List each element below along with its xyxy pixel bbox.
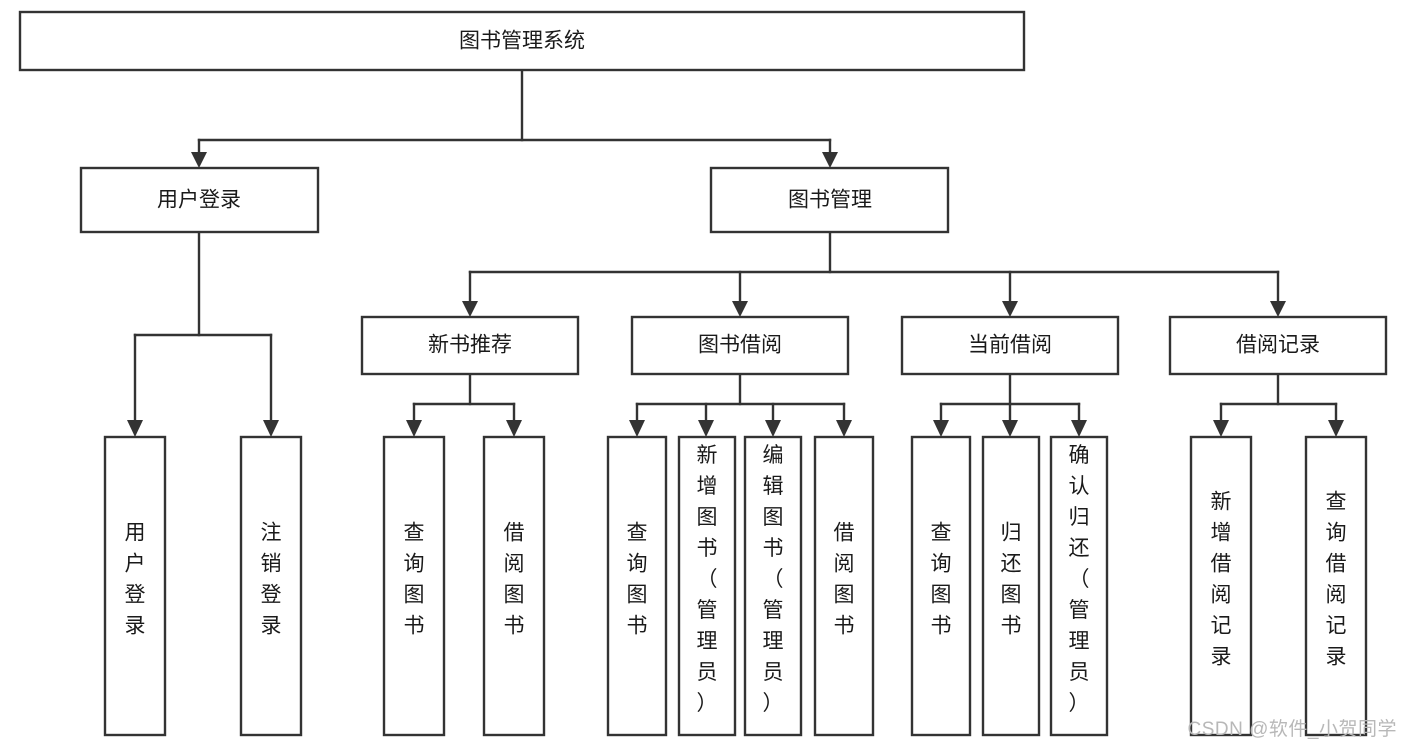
arrow-current-leaf-3-icon <box>1071 420 1087 437</box>
arrow-current-leaf-2-icon <box>1002 420 1018 437</box>
node-current-box[interactable] <box>900 315 1120 376</box>
node-leaf-login-1-box[interactable] <box>103 435 167 737</box>
arrow-root-to-login-icon <box>191 152 207 168</box>
node-leaf-login-1[interactable]: 用户登录 <box>103 435 167 737</box>
node-bookmgmt[interactable]: 图书管理 <box>709 166 950 234</box>
node-leaf-borrow-1-label: 查询图书 <box>627 522 648 638</box>
node-leaf-borrow-4-box[interactable] <box>813 435 875 737</box>
node-leaf-borrow-3[interactable]: 编辑图书（管理员） <box>743 435 803 737</box>
node-leaf-records-1-label: 新增借阅记录 <box>1211 491 1232 669</box>
node-newbook[interactable]: 新书推荐 <box>360 315 580 376</box>
node-leaf-current-2[interactable]: 归还图书 <box>981 435 1041 737</box>
arrow-to-current-icon <box>1002 301 1018 317</box>
node-leaf-current-2-box[interactable] <box>981 435 1041 737</box>
arrow-borrow-leaf-3-icon <box>765 420 781 437</box>
arrow-records-leaf-1-icon <box>1213 420 1229 437</box>
node-leaf-login-2-box[interactable] <box>239 435 303 737</box>
node-leaf-newbook-1[interactable]: 查询图书 <box>382 435 446 737</box>
node-borrow[interactable]: 图书借阅 <box>630 315 850 376</box>
node-leaf-borrow-2-box[interactable] <box>677 435 737 737</box>
node-leaf-current-3-box[interactable] <box>1049 435 1109 737</box>
node-leaf-newbook-1-box[interactable] <box>382 435 446 737</box>
node-leaf-records-2-label: 查询借阅记录 <box>1326 491 1347 669</box>
node-leaf-borrow-2[interactable]: 新增图书（管理员） <box>677 435 737 737</box>
node-leaf-login-2-label: 注销登录 <box>261 522 282 638</box>
arrow-to-borrow-icon <box>732 301 748 317</box>
node-login-box[interactable] <box>79 166 320 234</box>
arrow-newbook-leaf-2-icon <box>506 420 522 437</box>
node-bookmgmt-label: 图书管理 <box>788 189 872 212</box>
node-leaf-newbook-1-label: 查询图书 <box>404 522 425 638</box>
node-leaf-current-1-label: 查询图书 <box>931 522 952 638</box>
node-leaf-current-1-box[interactable] <box>910 435 972 737</box>
arrow-borrow-leaf-4-icon <box>836 420 852 437</box>
node-leaf-newbook-2-label: 借阅图书 <box>504 522 525 638</box>
node-root-box[interactable] <box>18 10 1026 72</box>
arrow-to-records-icon <box>1270 301 1286 317</box>
arrow-root-to-bookmgmt-icon <box>822 152 838 168</box>
node-newbook-box[interactable] <box>360 315 580 376</box>
node-login-label: 用户登录 <box>157 189 241 212</box>
node-leaf-newbook-2[interactable]: 借阅图书 <box>482 435 546 737</box>
node-leaf-borrow-1[interactable]: 查询图书 <box>606 435 668 737</box>
node-leaf-records-1[interactable]: 新增借阅记录 <box>1189 435 1253 737</box>
node-leaf-login-2[interactable]: 注销登录 <box>239 435 303 737</box>
arrow-borrow-leaf-2-icon <box>698 420 714 437</box>
arrow-to-newbook-icon <box>462 301 478 317</box>
node-records[interactable]: 借阅记录 <box>1168 315 1388 376</box>
node-leaf-borrow-3-box[interactable] <box>743 435 803 737</box>
node-current[interactable]: 当前借阅 <box>900 315 1120 376</box>
arrow-borrow-leaf-1-icon <box>629 420 645 437</box>
node-borrow-box[interactable] <box>630 315 850 376</box>
arrow-records-leaf-2-icon <box>1328 420 1344 437</box>
arrow-login-leaf-1-icon <box>127 420 143 437</box>
node-leaf-borrow-1-box[interactable] <box>606 435 668 737</box>
node-leaf-records-2-box[interactable] <box>1304 435 1368 737</box>
arrow-newbook-leaf-1-icon <box>406 420 422 437</box>
node-root[interactable]: 图书管理系统 <box>18 10 1026 72</box>
connector-layer <box>127 68 1344 437</box>
node-borrow-label: 图书借阅 <box>698 334 782 357</box>
arrow-login-leaf-2-icon <box>263 420 279 437</box>
arrow-current-leaf-1-icon <box>933 420 949 437</box>
node-root-label: 图书管理系统 <box>459 30 585 53</box>
node-leaf-login-1-label: 用户登录 <box>125 522 146 638</box>
node-records-label: 借阅记录 <box>1236 334 1320 357</box>
node-login[interactable]: 用户登录 <box>79 166 320 234</box>
node-leaf-current-3-label: 确认归还（管理员） <box>1069 444 1090 715</box>
node-current-label: 当前借阅 <box>968 334 1052 357</box>
node-leaf-current-2-label: 归还图书 <box>1001 522 1022 638</box>
node-bookmgmt-box[interactable] <box>709 166 950 234</box>
node-leaf-current-3[interactable]: 确认归还（管理员） <box>1049 435 1109 737</box>
node-leaf-borrow-4-label: 借阅图书 <box>834 522 855 638</box>
node-records-box[interactable] <box>1168 315 1388 376</box>
node-leaf-borrow-3-label: 编辑图书（管理员） <box>763 444 784 715</box>
node-leaf-current-1[interactable]: 查询图书 <box>910 435 972 737</box>
node-leaf-newbook-2-box[interactable] <box>482 435 546 737</box>
node-leaf-records-1-box[interactable] <box>1189 435 1253 737</box>
node-leaf-borrow-2-label: 新增图书（管理员） <box>697 444 718 715</box>
node-newbook-label: 新书推荐 <box>428 334 512 357</box>
node-leaf-borrow-4[interactable]: 借阅图书 <box>813 435 875 737</box>
node-leaf-records-2[interactable]: 查询借阅记录 <box>1304 435 1368 737</box>
